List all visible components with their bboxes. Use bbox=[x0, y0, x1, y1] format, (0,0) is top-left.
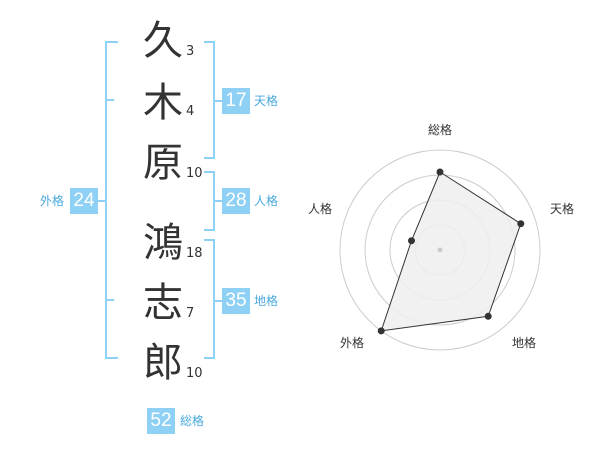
jinkaku-label: 人格 bbox=[254, 194, 279, 208]
name-char-1: 久 bbox=[143, 18, 183, 64]
radar-point-4 bbox=[377, 327, 385, 335]
tenkaku-label: 天格 bbox=[254, 94, 279, 108]
name-char-3: 原 bbox=[143, 140, 183, 186]
radar-axis-label-soukaku: 総格 bbox=[427, 123, 452, 137]
name-char-2: 木 bbox=[143, 80, 183, 126]
radar-axis-label-chikaku: 地格 bbox=[511, 336, 536, 350]
name-char-4: 鴻 bbox=[143, 220, 183, 266]
chikaku-bracket bbox=[204, 239, 215, 359]
stroke-count-4: 18 bbox=[186, 246, 203, 261]
soukaku-label: 総格 bbox=[180, 414, 205, 428]
stroke-count-3: 10 bbox=[186, 166, 203, 181]
stroke-count-2: 4 bbox=[186, 104, 195, 119]
radar-point-3 bbox=[484, 312, 492, 320]
stroke-count-6: 10 bbox=[186, 366, 203, 381]
stroke-count-1: 3 bbox=[186, 44, 195, 59]
jinkaku-value: 28 bbox=[222, 188, 250, 214]
gaikaku-label: 外格 bbox=[40, 194, 65, 208]
name-char-6: 郎 bbox=[143, 340, 183, 386]
radar-axis-label-tenkaku: 天格 bbox=[549, 202, 574, 216]
chikaku-value: 35 bbox=[222, 288, 250, 314]
radar-point-2 bbox=[517, 220, 525, 228]
chikaku-label: 地格 bbox=[254, 294, 279, 308]
soukaku-value: 52 bbox=[147, 408, 175, 434]
radar-center-point bbox=[437, 247, 443, 253]
tenkaku-value: 17 bbox=[222, 88, 250, 114]
radar-point-5 bbox=[408, 237, 415, 245]
radar-series-polygon bbox=[380, 171, 522, 332]
radar-axis-label-gaikaku: 外格 bbox=[339, 336, 364, 350]
radar-point-1 bbox=[436, 168, 444, 176]
gaikaku-value: 24 bbox=[70, 188, 98, 214]
stroke-count-5: 7 bbox=[186, 306, 195, 321]
name-char-5: 志 bbox=[143, 280, 183, 326]
radar-ring bbox=[339, 149, 541, 351]
radar-axis-label-jinkaku: 人格 bbox=[307, 202, 332, 216]
